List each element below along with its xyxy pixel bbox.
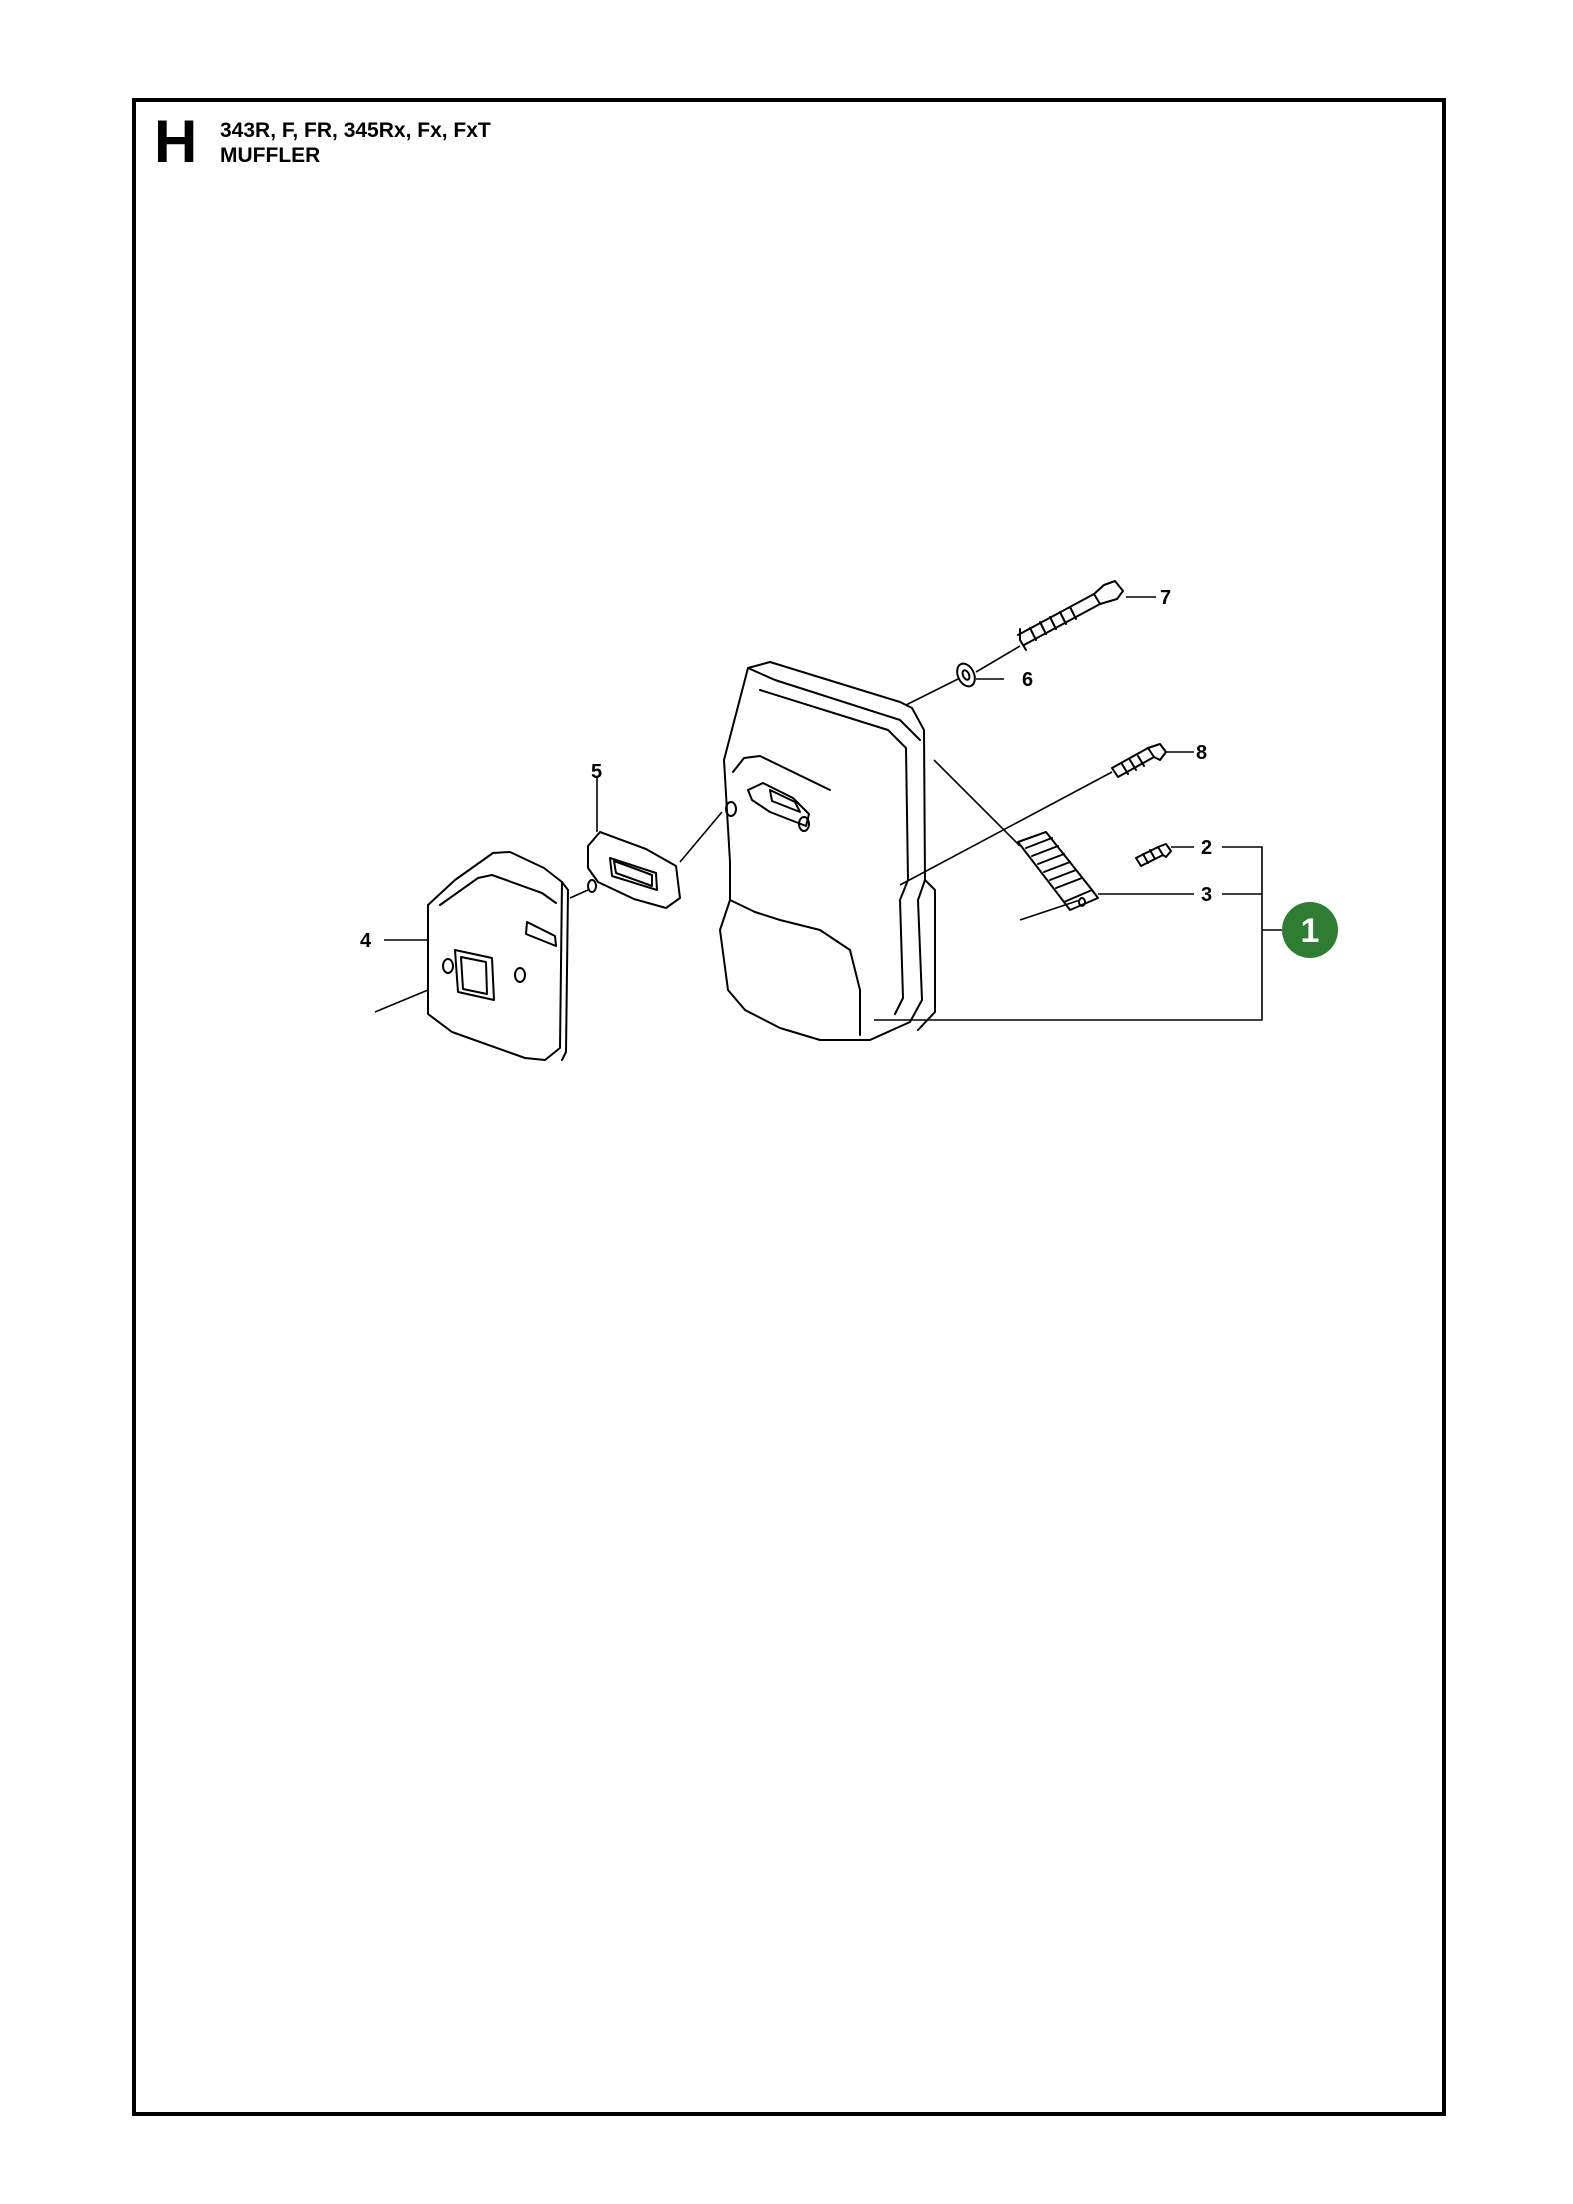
title-block: 343R, F, FR, 345Rx, Fx, FxT MUFFLER — [220, 118, 491, 168]
small-screw-part — [1135, 843, 1172, 867]
callout-3: 3 — [1201, 884, 1212, 906]
callout-1: 1 — [1301, 912, 1320, 950]
assembly-badge: 1 — [1282, 902, 1338, 958]
callout-8: 8 — [1196, 742, 1207, 764]
callout-5: 5 — [591, 761, 602, 783]
section-letter: H — [154, 108, 198, 175]
gasket-part — [587, 831, 681, 909]
page-title: MUFFLER — [220, 144, 321, 167]
muffler-body-part — [719, 661, 936, 1041]
heat-shield-part — [427, 851, 569, 1061]
short-screw-part — [1111, 743, 1167, 778]
spark-arrester-screen-part — [1017, 831, 1099, 911]
page-frame — [132, 98, 1446, 2116]
callout-6: 6 — [1022, 669, 1033, 691]
leader-lines — [374, 596, 1282, 1021]
callout-labels: 2 3 4 5 6 7 8 — [360, 587, 1212, 952]
callout-4: 4 — [360, 930, 372, 952]
long-bolt-part — [1017, 580, 1124, 651]
assembly-badge-circle — [1282, 902, 1338, 958]
callout-2: 2 — [1201, 837, 1212, 859]
model-list: 343R, F, FR, 345Rx, Fx, FxT — [220, 119, 491, 142]
callout-7: 7 — [1160, 587, 1171, 609]
washer-part — [956, 662, 976, 688]
